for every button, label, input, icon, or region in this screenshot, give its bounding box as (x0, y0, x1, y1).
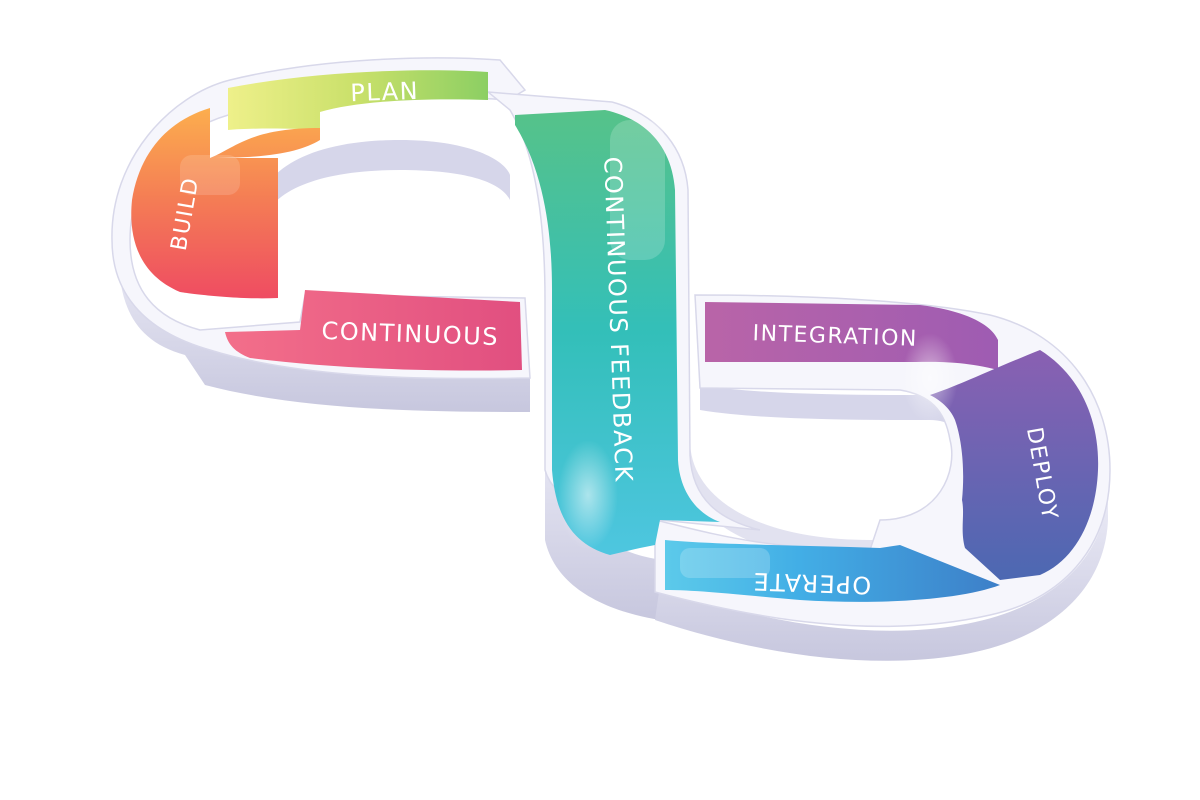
gloss-feedback-lower (558, 440, 618, 550)
gloss-integration (902, 333, 958, 423)
gloss-build (180, 155, 240, 195)
label-continuous: CONTINUOUS (321, 317, 499, 351)
label-plan: PLAN (350, 77, 420, 107)
left-hole-inner-wall (258, 140, 510, 225)
segment-operate (665, 540, 1000, 602)
left-loop-outer-wall (118, 245, 530, 412)
label-operate: OPERATE (752, 567, 872, 599)
right-loop-outer-wall (655, 490, 1108, 661)
segment-continuous-feedback (515, 110, 720, 555)
segment-plan (228, 70, 488, 130)
gloss-highlights (180, 120, 958, 578)
segment-deploy (930, 350, 1099, 580)
label-integration: INTEGRATION (752, 321, 918, 352)
center-bar-wall (545, 420, 665, 620)
right-hole-inner-wall (700, 385, 962, 440)
gloss-feedback-upper (610, 120, 665, 260)
segment-build (131, 108, 320, 299)
track-segments (131, 70, 1099, 602)
segment-continuous (225, 290, 522, 371)
gloss-operate (680, 548, 770, 578)
